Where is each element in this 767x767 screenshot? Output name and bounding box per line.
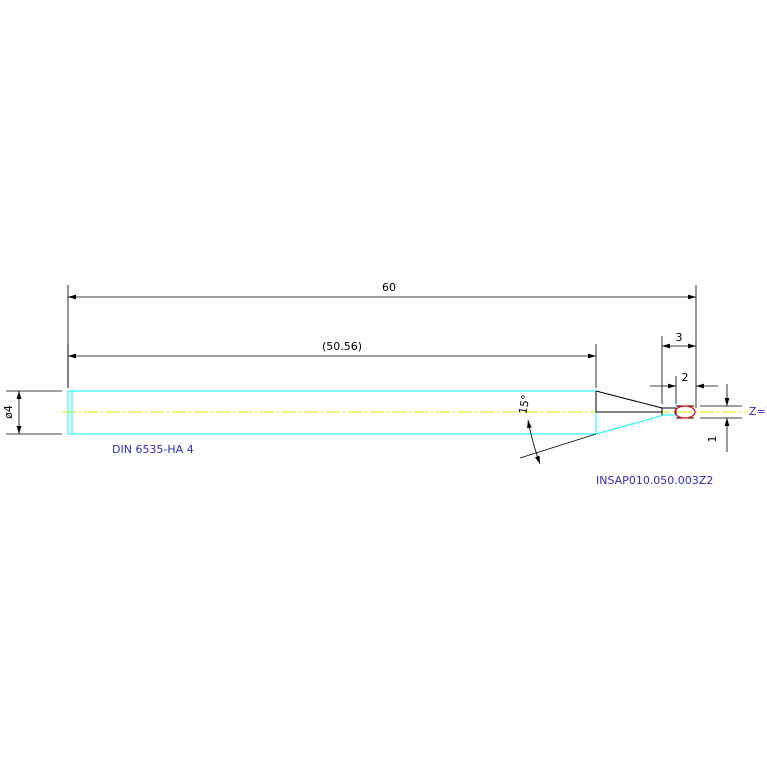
dim-overall-length xyxy=(67,285,697,408)
dim-cutting-diameter xyxy=(700,384,742,452)
dim-shank-diameter xyxy=(6,390,62,435)
cutting-edge xyxy=(674,405,696,419)
dim-flute-length-text: 3 xyxy=(676,331,683,344)
dim-taper-angle-text: 15° xyxy=(516,394,532,415)
dim-cutting-diameter-text: 1 xyxy=(706,436,719,443)
dim-tip-length-text: 2 xyxy=(682,371,689,384)
dim-overall-length-text: 60 xyxy=(382,281,396,294)
dim-shank-length-text: (50.56) xyxy=(322,340,362,353)
label-part-number: INSAP010.050.003Z2 xyxy=(596,474,713,487)
dim-shank-diameter-text: ø4 xyxy=(2,405,15,419)
tip-outline xyxy=(595,390,694,419)
dim-tip-length xyxy=(650,376,718,404)
label-flute-count: Z=2 xyxy=(749,405,767,418)
dim-shank-length xyxy=(67,344,597,388)
label-shank-standard: DIN 6535-HA 4 xyxy=(112,443,194,456)
dim-flute-length xyxy=(661,336,696,404)
dim-taper-angle xyxy=(519,419,597,465)
